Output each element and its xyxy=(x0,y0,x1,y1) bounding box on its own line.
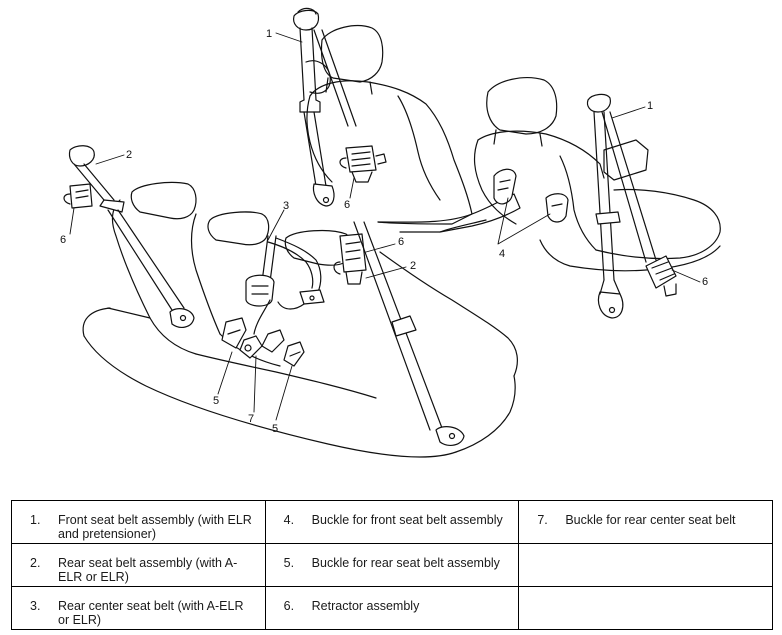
callout-6-front-left: 6 xyxy=(344,199,350,211)
callout-1-front-left: 1 xyxy=(266,28,272,40)
callout-7-center-buckle: 7 xyxy=(248,413,254,425)
front-buckles xyxy=(493,168,569,223)
leader-lines xyxy=(69,32,701,421)
legend-cell-empty xyxy=(518,543,773,587)
front-right-seat xyxy=(473,77,721,272)
callout-1-front-right: 1 xyxy=(647,100,653,112)
legend-number: 7. xyxy=(537,513,548,527)
legend-number: 5. xyxy=(283,556,295,570)
callout-6-front-right: 6 xyxy=(702,276,708,288)
legend-cell: 4. Buckle for front seat belt assembly xyxy=(264,500,520,544)
callout-2-rear-left: 2 xyxy=(126,149,132,161)
legend-cell: 1. Front seat belt assembly (with ELR and… xyxy=(11,500,266,544)
callout-4-front-buckle: 4 xyxy=(499,248,505,260)
legend-cell: 3. Rear center seat belt (with A-ELR or E… xyxy=(11,586,266,630)
legend-text: Buckle for front seat belt assembly xyxy=(311,513,503,527)
legend-number: 2. xyxy=(30,556,41,570)
legend-table: 1. Front seat belt assembly (with ELR and… xyxy=(11,500,773,630)
legend-text: Rear seat belt assembly (with A-ELR or E… xyxy=(58,556,238,584)
legend-number: 1. xyxy=(30,513,41,527)
legend-cell: 6. Retractor assembly xyxy=(264,586,520,630)
rear-left-belt xyxy=(63,145,195,328)
seat-belt-illustration: 1 1 2 2 3 4 5 5 6 6 6 6 7 xyxy=(60,7,721,458)
callout-labels: 1 1 2 2 3 4 5 5 6 6 6 6 7 xyxy=(60,28,708,435)
legend-cell: 5. Buckle for rear seat belt assembly xyxy=(264,543,520,587)
rear-seat xyxy=(82,181,518,458)
legend-cell-empty xyxy=(518,586,773,630)
legend-row: 1. Front seat belt assembly (with ELR and… xyxy=(11,500,773,544)
legend-number: 3. xyxy=(30,599,41,613)
front-right-belt xyxy=(586,93,677,319)
callout-3-center: 3 xyxy=(283,200,289,212)
callout-5-left: 5 xyxy=(213,395,219,407)
legend-text: Rear center seat belt (with A-ELR or ELR… xyxy=(58,599,244,627)
legend-number: 6. xyxy=(283,599,295,613)
rear-center-belt xyxy=(245,235,325,335)
front-left-seat xyxy=(306,25,521,233)
legend-text: Buckle for rear center seat belt xyxy=(565,513,736,527)
legend-cell: 2. Rear seat belt assembly (with A-ELR or… xyxy=(11,543,266,587)
legend-text: Front seat belt assembly (with ELR and p… xyxy=(58,513,252,541)
legend-cell: 7. Buckle for rear center seat belt xyxy=(518,500,773,544)
callout-6-rear-left: 6 xyxy=(60,234,66,246)
rear-buckles xyxy=(221,317,305,367)
legend-text: Buckle for rear seat belt assembly xyxy=(311,556,500,570)
legend-number: 4. xyxy=(283,513,295,527)
callout-6-rear-right: 6 xyxy=(398,236,404,248)
rear-right-belt xyxy=(333,221,465,446)
legend-row: 2. Rear seat belt assembly (with A-ELR or… xyxy=(11,543,773,587)
legend-row: 3. Rear center seat belt (with A-ELR or E… xyxy=(11,586,773,630)
callout-2-rear-right: 2 xyxy=(410,260,416,272)
callout-5-right: 5 xyxy=(272,423,278,435)
front-left-belt xyxy=(293,7,387,207)
legend-text: Retractor assembly xyxy=(311,599,420,613)
